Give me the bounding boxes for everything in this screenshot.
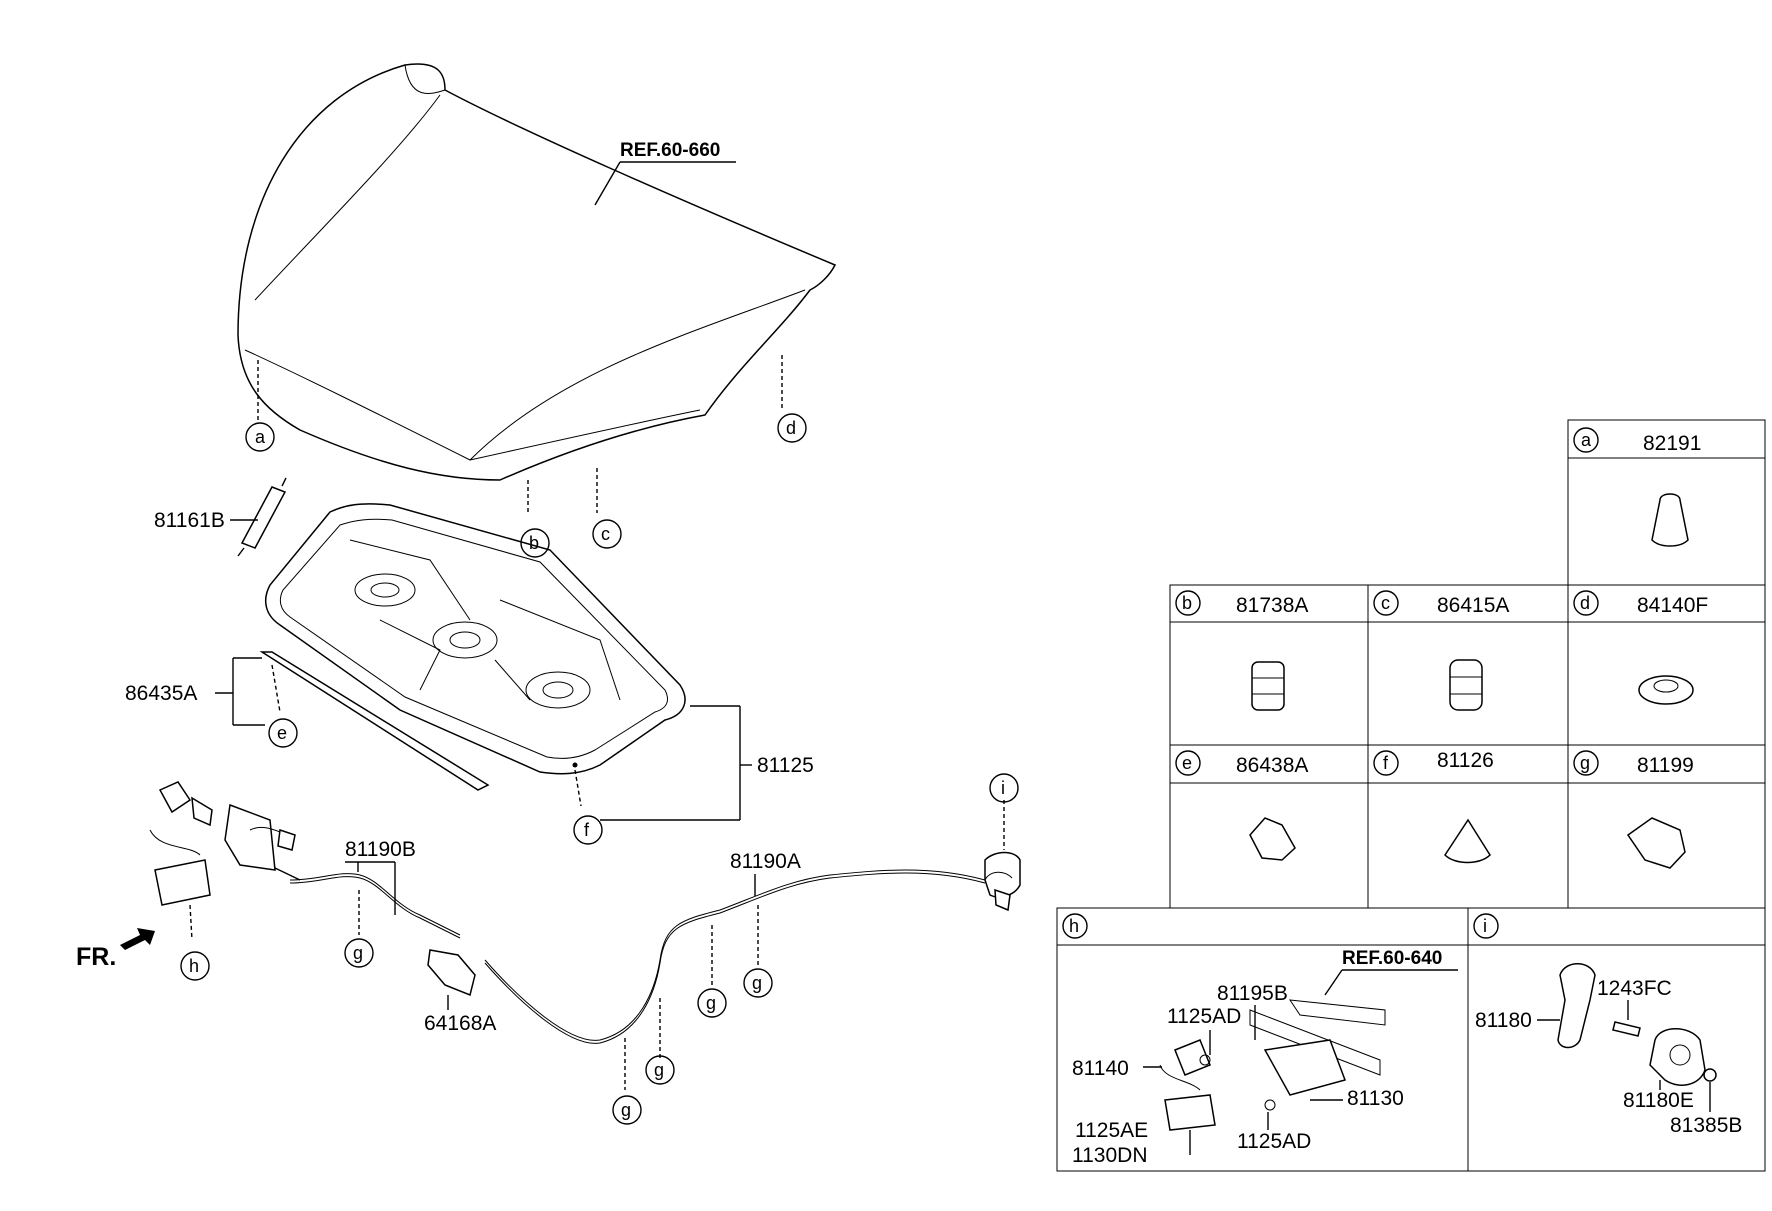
h-part-7: 1130DN [1072, 1144, 1148, 1167]
hood-latch-assembly[interactable] [149, 781, 301, 906]
svg-text:g: g [752, 973, 762, 993]
h-part-1: 81195B [1217, 982, 1288, 1005]
hood-stay[interactable] [237, 477, 287, 557]
svg-text:f: f [1383, 753, 1389, 773]
legend-cell-g: g 81199 [1573, 750, 1694, 869]
h-part-3: 81140 [1072, 1057, 1129, 1080]
svg-text:b: b [1182, 593, 1192, 613]
callout-g-5: g [743, 968, 773, 998]
i-part-2: 81180 [1475, 1009, 1532, 1032]
svg-text:i: i [1001, 778, 1005, 798]
legend-b-part: 81738A [1236, 594, 1308, 617]
stopper-icon-c [1449, 659, 1483, 711]
insulator-label: 81125 [757, 754, 814, 777]
h-part-6: 1125AE [1075, 1119, 1148, 1142]
callout-b: b [520, 528, 550, 558]
hood-panel[interactable] [237, 63, 837, 481]
h-part-5: 1125AD [1237, 1130, 1311, 1153]
svg-text:a: a [255, 427, 266, 447]
svg-text:g: g [1580, 753, 1590, 773]
push-clip-icon [1444, 818, 1491, 864]
hood-release-cable-a[interactable] [484, 869, 986, 1044]
release-bracket[interactable] [427, 949, 476, 997]
legend-g-part: 81199 [1637, 754, 1694, 777]
stay-label: 81161B [154, 509, 225, 532]
svg-text:g: g [654, 1060, 664, 1080]
svg-text:g: g [621, 1100, 631, 1120]
i-part-1: 1243FC [1597, 977, 1672, 1000]
callout-a: a [245, 422, 275, 452]
svg-text:c: c [601, 524, 610, 544]
svg-text:g: g [353, 943, 363, 963]
svg-text:a: a [1581, 430, 1592, 450]
weatherstrip-label: 86435A [125, 682, 197, 705]
callout-h: h [180, 951, 210, 981]
nut-icon [1703, 1068, 1717, 1082]
svg-text:e: e [1182, 753, 1192, 773]
latch-ref-label: REF.60-640 [1342, 948, 1442, 969]
svg-text:d: d [1580, 593, 1590, 613]
legend-cell-e: e 86438A [1175, 750, 1308, 861]
callout-g-2: g [612, 1095, 642, 1125]
legend-c-part: 86415A [1437, 594, 1509, 617]
bolt-icon [1612, 1021, 1641, 1037]
latch-icon [1263, 1039, 1346, 1096]
svg-text:d: d [786, 418, 796, 438]
legend-d-part: 84140F [1637, 594, 1708, 617]
callout-c: c [592, 519, 622, 549]
callout-i: i [989, 773, 1019, 803]
cable-b-label: 81190B [345, 838, 416, 861]
hood-insulator[interactable] [264, 503, 686, 775]
legend-e-part: 86438A [1236, 754, 1308, 777]
hood-release-cable-b[interactable] [289, 873, 461, 939]
svg-text:b: b [529, 533, 539, 553]
callout-d: d [777, 413, 807, 443]
svg-text:c: c [1381, 593, 1390, 613]
callout-g-1: g [344, 938, 374, 968]
detail-h: h REF.60-640 81195B 1125AD 81140 81130 1… [1062, 913, 1458, 1167]
legend-cell-b: b 81738A [1175, 590, 1308, 711]
svg-text:g: g [706, 993, 716, 1013]
svg-text:f: f [584, 820, 590, 840]
handle-lever-icon [1557, 963, 1596, 1049]
bumper-icon [1651, 493, 1689, 547]
grommet-icon [1638, 675, 1694, 705]
callout-g-3: g [645, 1055, 675, 1085]
callout-f: f [573, 815, 603, 845]
legend-cell-c: c 86415A [1373, 590, 1509, 711]
i-part-4: 81385B [1670, 1114, 1742, 1137]
legend-table [1056, 419, 1766, 1172]
legend-f-part: 81126 [1437, 749, 1494, 772]
clip-icon [1249, 817, 1296, 861]
legend-cell-a: a 82191 [1573, 427, 1701, 547]
legend-cell-f: f 81126 [1373, 749, 1494, 864]
front-label: FR. [76, 943, 116, 971]
callout-g-4: g [697, 988, 727, 1018]
cable-clip-icon [1626, 817, 1686, 869]
callout-e: e [268, 718, 298, 748]
legend-a-part: 82191 [1643, 432, 1701, 455]
front-arrow-icon [120, 928, 155, 950]
stopper-icon [1251, 661, 1285, 711]
h-part-4: 81130 [1347, 1087, 1404, 1110]
svg-text:i: i [1483, 916, 1487, 936]
hood-release-handle[interactable] [984, 851, 1021, 912]
svg-text:e: e [277, 723, 287, 743]
h-part-2: 1125AD [1167, 1005, 1241, 1028]
svg-text:h: h [189, 956, 199, 976]
bracket-label: 64168A [424, 1012, 496, 1035]
i-part-3: 81180E [1623, 1089, 1694, 1112]
hood-weatherstrip[interactable] [259, 651, 490, 791]
legend-cell-d: d 84140F [1573, 590, 1708, 705]
svg-text:h: h [1069, 916, 1079, 936]
handle-housing-icon [1649, 1028, 1706, 1086]
hood-ref-label: REF.60-660 [620, 140, 720, 161]
cable-a-label: 81190A [730, 850, 801, 873]
detail-i: i 1243FC 81180 81180E 81385B [1473, 913, 1742, 1137]
